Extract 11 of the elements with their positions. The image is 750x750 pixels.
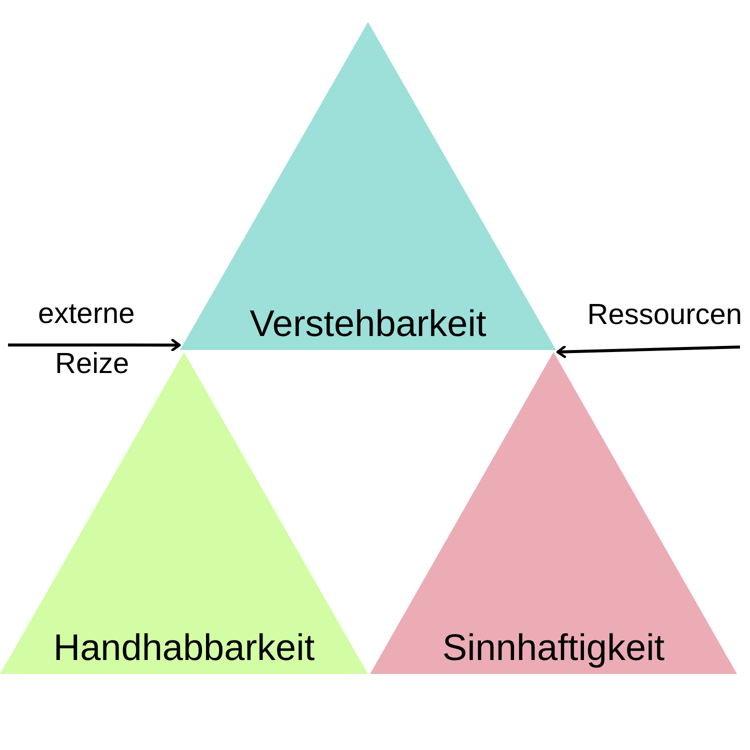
annotation-text: Reize xyxy=(55,347,130,381)
annotation-text: externe xyxy=(38,297,135,331)
annotation-text: Ressourcen xyxy=(587,298,742,332)
triangle-label: Sinnhaftigkeit xyxy=(442,626,665,670)
triangle xyxy=(180,22,556,350)
triangle-label: Handhabbarkeit xyxy=(53,626,315,670)
arrow xyxy=(8,338,181,352)
triangle-label: Verstehbarkeit xyxy=(250,302,486,346)
triangle xyxy=(370,352,737,674)
arrow xyxy=(556,346,740,358)
triangle xyxy=(0,352,368,674)
